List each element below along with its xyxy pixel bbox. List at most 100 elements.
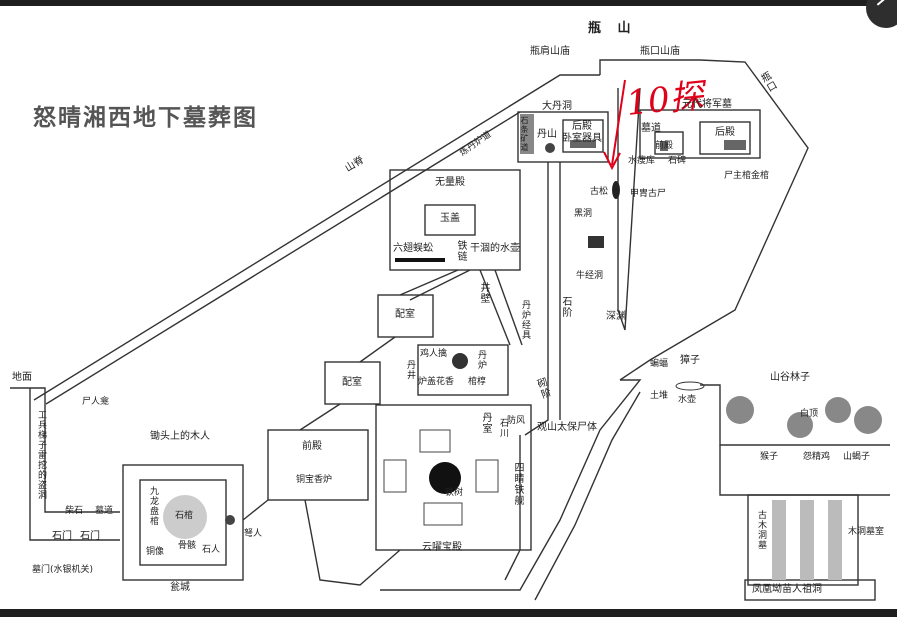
black-hole-icon: [588, 236, 604, 248]
lower-slope-line: [380, 379, 642, 591]
alchemy-room-frame: [417, 344, 509, 396]
crossbow-icon: [225, 515, 235, 525]
passage-3: [359, 336, 396, 363]
label-yu-ren-qin: 鸡人擒: [420, 349, 448, 359]
label-feng-huang: 凤凰坳苗人祖洞: [752, 584, 822, 595]
label-hou-dian-right: 后殿: [715, 127, 735, 138]
label-liu-chi: 六翅蜈蚣: [393, 243, 433, 254]
abyss-line-right: [624, 87, 641, 331]
label-tong-bao: 铜宝香炉: [296, 475, 333, 485]
jar-city-exit: [242, 499, 269, 521]
iron-tree-icon: [429, 462, 461, 494]
label-guan-men: 墓门(水银机关): [32, 565, 94, 575]
pot-icon: [545, 143, 555, 153]
cave-pillar: [800, 500, 814, 580]
label-lu-jing-hua: 炉盖花香: [418, 377, 455, 387]
building-icon-2: [383, 459, 407, 493]
phoenix-cave-frame: [747, 494, 859, 586]
label-zhang-zi: 獐子: [680, 355, 700, 366]
label-ping-shan: 瓶 山: [588, 21, 637, 36]
label-tie-shu: 铁树: [445, 488, 464, 498]
tree-icon: [854, 406, 882, 434]
label-dan-shan: 丹山: [537, 129, 557, 140]
red-arrow-line: [611, 79, 626, 166]
water-pot-icon: [675, 381, 705, 391]
abyss-line-left: [617, 88, 626, 331]
shaft-line-a: [524, 162, 549, 436]
drawn-icons: [163, 114, 882, 580]
bowl-icon: [570, 140, 596, 148]
right-stair-path: [504, 435, 521, 581]
label-hu-bo: 蝙蝠: [650, 359, 669, 369]
cave-pillar: [772, 500, 786, 580]
label-dan-lu-jing: 丹炉经具: [520, 300, 530, 340]
great-elixir-cave-frame: [517, 111, 609, 163]
label-hei-dong: 黑洞: [574, 209, 593, 219]
stone-tablet-icon: [660, 141, 668, 151]
outline-lines: [10, 59, 890, 601]
jar-city-outer: [122, 464, 244, 581]
label-tong-xiang: 铜像: [146, 547, 165, 557]
stone-strip-icon: [520, 114, 534, 154]
label-shen-yuan: 深渊: [606, 311, 626, 322]
label-mu-dao-top: 墓道: [641, 123, 661, 134]
label-qian-jun: 九龙盘棺: [148, 486, 158, 526]
label-jin-jia: 甲胄古尸: [630, 189, 667, 199]
label-wu-liang-dian: 无量殿: [435, 177, 465, 188]
label-shi-guan: 石棺: [175, 511, 194, 521]
label-di-mian: 地面: [12, 372, 32, 383]
viewer-top-bar: [0, 0, 897, 6]
label-fang-feng: 防风: [507, 416, 526, 426]
viewer-bottom-bar: [0, 609, 897, 617]
label-yuan-dai: 元代将军墓: [682, 99, 732, 110]
label-shui-lou: 水痩库: [628, 156, 656, 166]
label-tao-cheng: 瓮城: [170, 582, 190, 593]
label-yao-ren: 弩人: [244, 529, 263, 539]
label-shu-zi: 猴子: [760, 452, 779, 462]
label-shi-bei: 石碑: [668, 156, 687, 166]
label-chou-tou: 锄头上的木人: [150, 431, 210, 442]
label-shi-chuan: 石川: [498, 418, 508, 438]
tree-icon: [787, 412, 813, 438]
rear-hall-2-frame: [562, 119, 604, 153]
label-jing-bi: 井壁: [478, 282, 489, 304]
handwritten-annotation: 10探: [624, 76, 706, 124]
label-shi-men-1: 石门: [52, 531, 72, 542]
label-dan-lu: 丹炉: [476, 350, 486, 370]
front-hall-mid-frame: [267, 429, 369, 501]
building-icon-3: [475, 459, 499, 493]
label-shi-jie: 石阶: [560, 296, 571, 318]
label-mu-dong-mu: 木洞墓室: [848, 527, 885, 537]
label-shui-hu: 水壶: [678, 395, 697, 405]
label-bai-shi: 柴石: [65, 506, 84, 516]
red-arrow-head: [603, 151, 621, 171]
label-guan-mu: 棺椁: [468, 377, 487, 387]
cave-pillar: [828, 500, 842, 580]
label-gu-hai: 骨骸: [178, 541, 197, 551]
side-chamber-2-frame: [324, 361, 381, 405]
side-chamber-1-frame: [377, 294, 434, 338]
label-gan-jian: 干涸的水壶: [470, 243, 520, 254]
label-niu-jing: 牛经洞: [576, 271, 604, 281]
mountain-ridge-line-inner: [45, 111, 521, 405]
surface-line: [10, 387, 120, 513]
label-guan-shan: 观山太保尸体: [537, 422, 597, 433]
label-pei-shi-1: 配室: [395, 309, 415, 320]
label-pei-shi-2: 配室: [342, 377, 362, 388]
label-ping-kou-shan-miao: 瓶口山庙: [640, 46, 680, 57]
label-shi-ren-kan: 尸人龛: [82, 397, 110, 407]
tree-icon: [825, 397, 851, 423]
tree-icon: [726, 396, 754, 424]
well-passage-2: [494, 269, 523, 346]
label-gu-mu-dong: 古木洞墓: [756, 510, 766, 550]
label-yu-gai: 玉盖: [440, 213, 460, 224]
label-qian-dian-top: 前殿: [655, 141, 674, 151]
wuliang-hall-frame: [389, 169, 521, 271]
valley-ground: [700, 384, 890, 446]
label-da-dan-dong: 大丹洞: [542, 101, 572, 112]
label-gong-bing: 工兵梯子雷挖的盗洞: [36, 410, 46, 500]
label-yun-ding: 云嚁宝殿: [422, 542, 462, 553]
label-shan-xie: 山蝎子: [843, 452, 871, 462]
label-ping-jian-shan-miao: 瓶肩山庙: [530, 46, 570, 57]
